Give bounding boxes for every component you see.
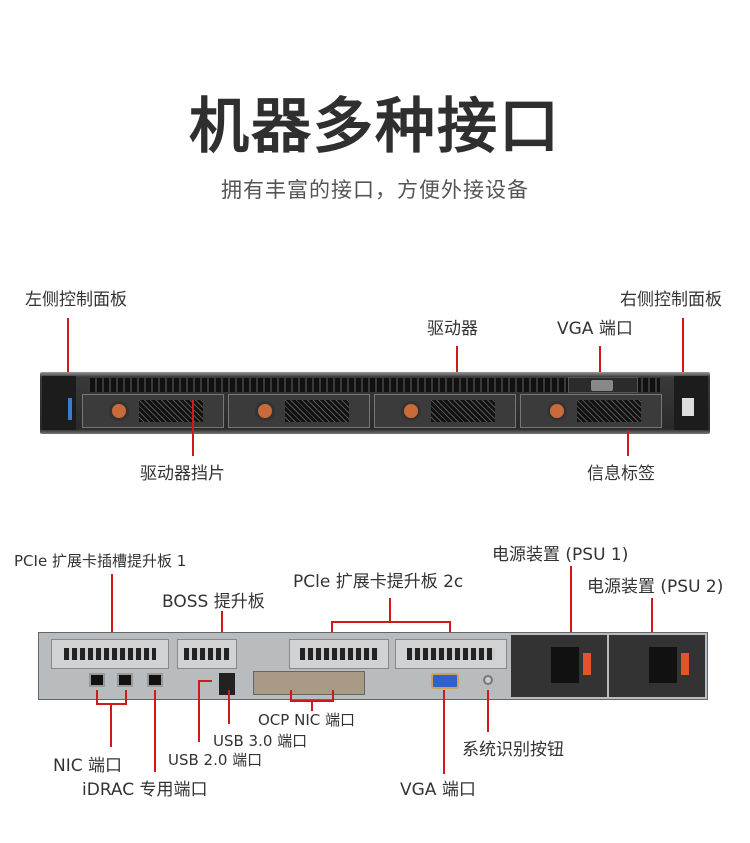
pointer-line — [599, 346, 601, 382]
pointer-line — [311, 700, 313, 711]
bracket-line — [331, 621, 451, 623]
left-control-panel — [42, 376, 76, 430]
drive-bay — [374, 394, 516, 428]
pointer-line — [570, 566, 572, 642]
label-usb2: USB 2.0 端口 — [168, 751, 263, 769]
server-rear-view — [38, 632, 708, 700]
pointer-line — [221, 611, 223, 645]
label-ocp-nic: OCP NIC 端口 — [258, 711, 355, 729]
nic-port — [89, 673, 105, 687]
system-id-button — [483, 675, 493, 685]
psu-1 — [511, 635, 607, 697]
pointer-line — [487, 690, 489, 732]
drive-bay — [82, 394, 224, 428]
label-info-tag: 信息标签 — [587, 464, 655, 484]
label-pcie-riser2c: PCle 扩展卡提升板 2c — [293, 572, 464, 592]
boss-riser — [177, 639, 237, 669]
pointer-line — [154, 690, 156, 772]
label-idrac: iDRAC 专用端口 — [82, 780, 208, 800]
page-title: 机器多种接口 — [189, 92, 561, 162]
pointer-line — [125, 690, 127, 704]
label-psu1: 电源装置 (PSU 1) — [492, 545, 629, 565]
pointer-line — [449, 621, 451, 637]
drive-bay — [228, 394, 370, 428]
nic-port — [117, 673, 133, 687]
front-vga-port — [568, 377, 638, 393]
usb-ports — [219, 673, 235, 695]
pcie-slot-3 — [395, 639, 507, 669]
label-drives: 驱动器 — [427, 319, 478, 339]
label-psu2: 电源装置 (PSU 2) — [587, 577, 724, 597]
label-nic: NIC 端口 — [53, 756, 123, 776]
label-system-id: 系统识别按钮 — [462, 740, 564, 760]
pointer-line — [198, 680, 200, 742]
ocp-nic-card — [253, 671, 365, 695]
pointer-line — [111, 574, 113, 642]
pointer-line — [627, 430, 629, 456]
psu-2 — [609, 635, 705, 697]
label-left-panel: 左侧控制面板 — [25, 290, 127, 310]
label-usb3: USB 3.0 端口 — [213, 732, 308, 750]
pointer-line — [682, 318, 684, 378]
label-boss: BOSS 提升板 — [162, 592, 265, 612]
idrac-port — [147, 673, 163, 687]
right-control-panel — [674, 376, 708, 430]
pointer-line — [332, 690, 334, 701]
pointer-line — [389, 598, 391, 622]
page-subtitle: 拥有丰富的接口，方便外接设备 — [221, 178, 529, 202]
server-front-view — [40, 372, 710, 434]
label-drive-blank: 驱动器挡片 — [140, 464, 225, 484]
pointer-line — [228, 690, 230, 724]
pointer-line — [67, 318, 69, 380]
pointer-line — [331, 621, 333, 637]
pointer-line — [198, 680, 212, 682]
rear-vga-port — [431, 673, 459, 689]
pointer-line — [290, 690, 292, 701]
pointer-line — [651, 598, 653, 646]
pcie-slot-2 — [289, 639, 389, 669]
pointer-line — [192, 400, 194, 456]
label-right-panel: 右侧控制面板 — [620, 290, 722, 310]
label-rear-vga: VGA 端口 — [400, 780, 476, 800]
vent-grill — [90, 378, 660, 392]
pcie-slot-1 — [51, 639, 169, 669]
pointer-line — [96, 690, 98, 704]
drive-bay — [520, 394, 662, 428]
pointer-line — [443, 690, 445, 774]
label-pcie-riser1: PCIe 扩展卡插槽提升板 1 — [14, 552, 187, 570]
label-front-vga: VGA 端口 — [557, 319, 633, 339]
pointer-line — [110, 703, 112, 747]
